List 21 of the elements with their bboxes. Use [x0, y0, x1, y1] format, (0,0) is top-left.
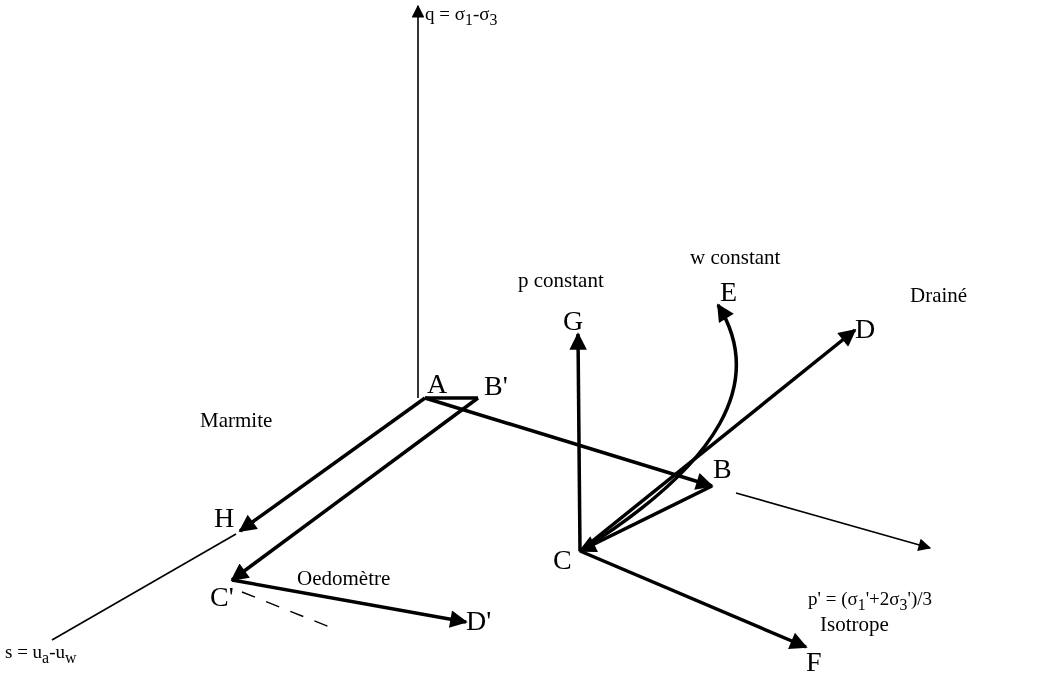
point-label: C': [210, 583, 234, 611]
arrow: [424, 396, 714, 490]
point-label: H: [214, 504, 235, 532]
arrow: [238, 396, 427, 533]
point-label: D': [466, 607, 492, 635]
arrow: [578, 484, 713, 553]
axis-label: s = u$_{a}$-u$_{w}$: [5, 641, 77, 668]
arrow: [579, 549, 808, 649]
arrow: [569, 332, 587, 551]
point-label: A: [427, 370, 448, 398]
point-label: B: [713, 455, 732, 483]
arrow: [231, 578, 468, 628]
arrow: [230, 396, 480, 582]
axis-label: p' = (σ$_{1}$'+2σ$_{3}$')/3: [808, 588, 932, 615]
point-label: B': [484, 372, 508, 400]
point-label: F: [806, 648, 822, 674]
point-label: G: [563, 307, 584, 335]
axis-label: q = σ$_{1}$-σ$_{3}$: [425, 3, 498, 30]
point-label: C: [553, 546, 572, 574]
point-label: E: [720, 278, 738, 306]
point-label: D: [855, 315, 876, 343]
